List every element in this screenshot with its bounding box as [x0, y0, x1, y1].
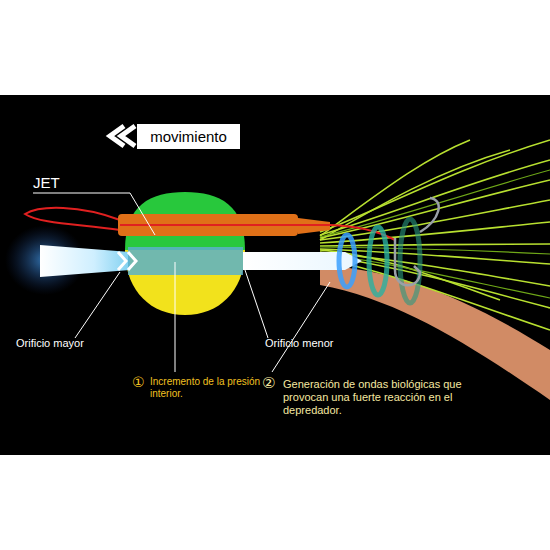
black-panel	[0, 95, 550, 455]
callout-number: ①	[132, 374, 148, 391]
inlet-cone	[40, 245, 130, 277]
fishing-line	[120, 224, 330, 226]
callout-note: Generación de ondas biológicas que provo…	[283, 378, 498, 417]
box-text: movimiento	[150, 128, 227, 145]
hooks	[395, 198, 439, 285]
skirt-strands-dark	[320, 170, 550, 298]
leader-line-loop	[25, 208, 120, 230]
callout-note: Incremento de la presión interior.	[150, 376, 270, 400]
inner-channel	[128, 247, 243, 275]
callout-number: ②	[262, 374, 280, 392]
flow-chevron	[118, 252, 126, 270]
part-name: Orificio mayor	[16, 337, 106, 350]
part-name: Orificio menor	[265, 337, 355, 350]
flow-chevron	[128, 252, 136, 270]
part-name: JET	[33, 174, 73, 192]
movement-chevron	[121, 126, 135, 146]
skirt-strands	[320, 140, 550, 330]
wave-rings	[339, 219, 420, 303]
direction-box: movimiento	[137, 124, 240, 149]
jet-arrow	[243, 252, 362, 270]
